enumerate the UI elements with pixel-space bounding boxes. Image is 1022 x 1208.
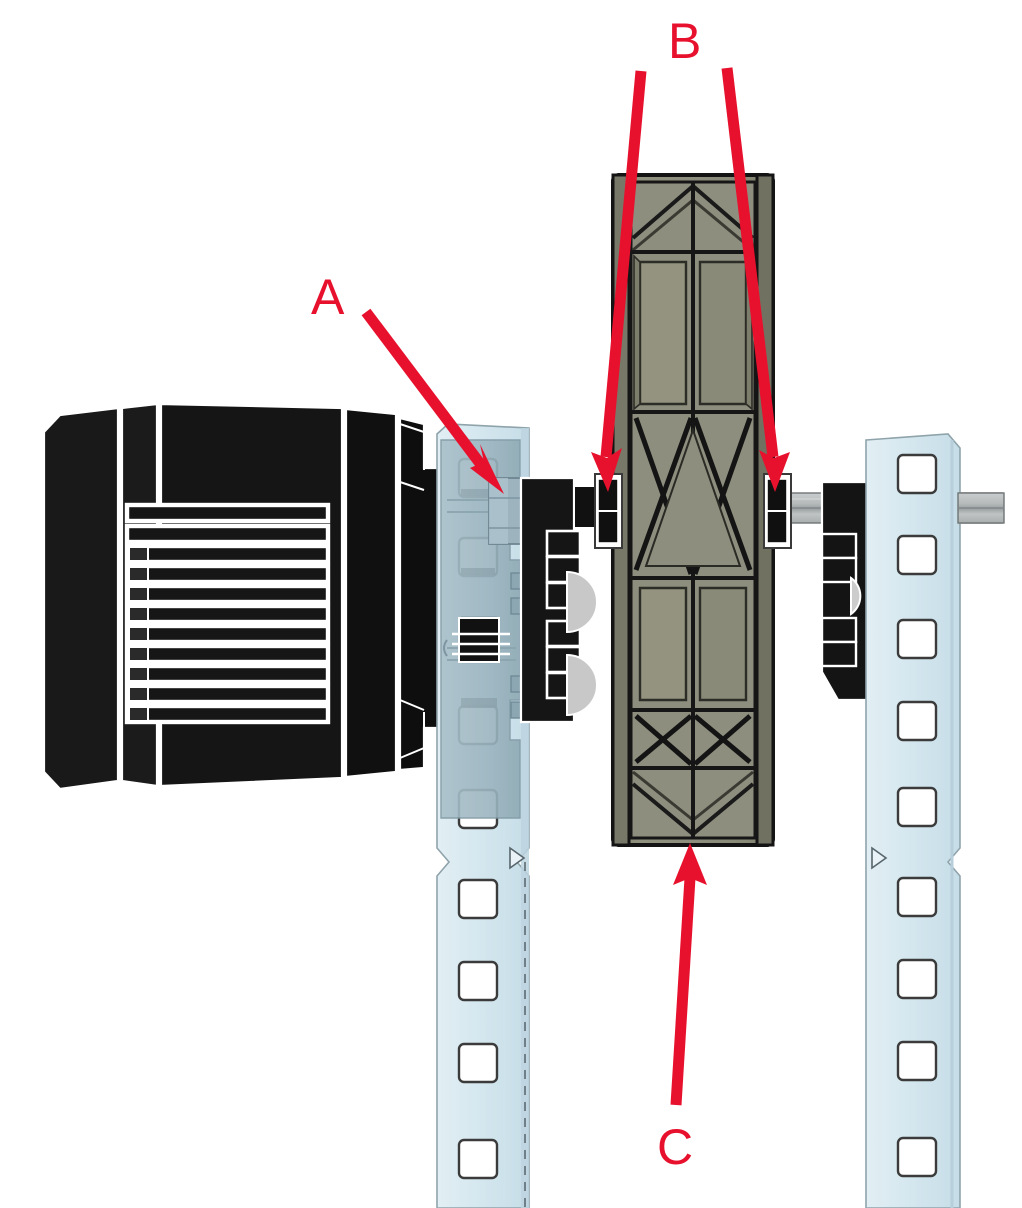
gearbox-housing [519, 476, 598, 724]
callout-label-b: B [668, 13, 702, 69]
wheel-hub-bearing-right [763, 473, 792, 549]
callout-arrow-b-left [591, 70, 647, 492]
motor-vent-slots [124, 502, 331, 725]
right-rail-holes [896, 453, 938, 1178]
right-pillow-block [820, 480, 874, 702]
callout-arrow-b-right [721, 67, 790, 492]
mount-fastener [443, 617, 510, 663]
callout-label-a: A [311, 269, 345, 325]
wheel-hub-bearing-left [594, 473, 623, 549]
axle-stub-right [957, 492, 1005, 524]
callout-label-c: C [657, 1119, 694, 1175]
right-upright-rail [865, 433, 961, 1208]
electric-motor [42, 402, 442, 791]
callout-arrow-a [361, 308, 504, 494]
callout-arrow-c [670, 843, 707, 1106]
